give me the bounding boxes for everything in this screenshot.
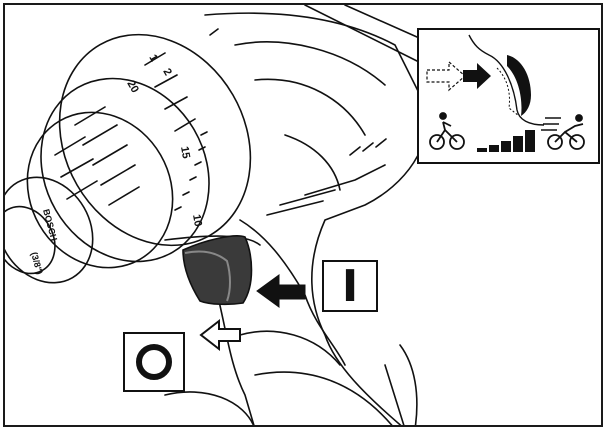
press-arrow-icon — [463, 63, 491, 89]
illustration-frame: 1 2 20 15 10 BOSCH (3/8") I — [3, 3, 603, 427]
press-dashed-arrow-icon — [426, 60, 466, 92]
drill-housing — [204, 12, 428, 425]
speed-ramp-icon — [477, 130, 535, 152]
torque-marking-2: 2 — [160, 67, 173, 78]
torque-marking-20: 20 — [124, 79, 141, 96]
speed-control-inset — [417, 28, 600, 164]
torque-marking-15: 15 — [178, 145, 192, 159]
brand-logo-text: BOSCH — [41, 208, 59, 242]
trigger — [182, 235, 253, 306]
slow-speed-icon — [429, 112, 465, 150]
clutch-ring-inner — [40, 77, 210, 263]
off-arrow-icon — [199, 318, 241, 352]
torque-marking-10: 10 — [190, 213, 204, 227]
switch-on-label: I — [322, 260, 378, 312]
clutch-ring-outer — [58, 33, 252, 247]
chuck — [5, 176, 94, 284]
vent-slots — [349, 138, 387, 156]
switch-off-label — [123, 332, 185, 392]
on-arrow-icon — [256, 274, 306, 308]
chuck-size-text: (3/8") — [29, 251, 45, 276]
speed-control-diagram — [426, 34, 585, 152]
torque-marking-1: 1 — [146, 53, 159, 64]
chuck-grip-ribs — [54, 106, 140, 206]
trigger-profile-icon — [507, 55, 531, 116]
fast-speed-icon — [541, 114, 585, 150]
off-circle-icon — [136, 344, 172, 380]
drill-illustration: 1 2 20 15 10 BOSCH (3/8") — [5, 5, 436, 425]
